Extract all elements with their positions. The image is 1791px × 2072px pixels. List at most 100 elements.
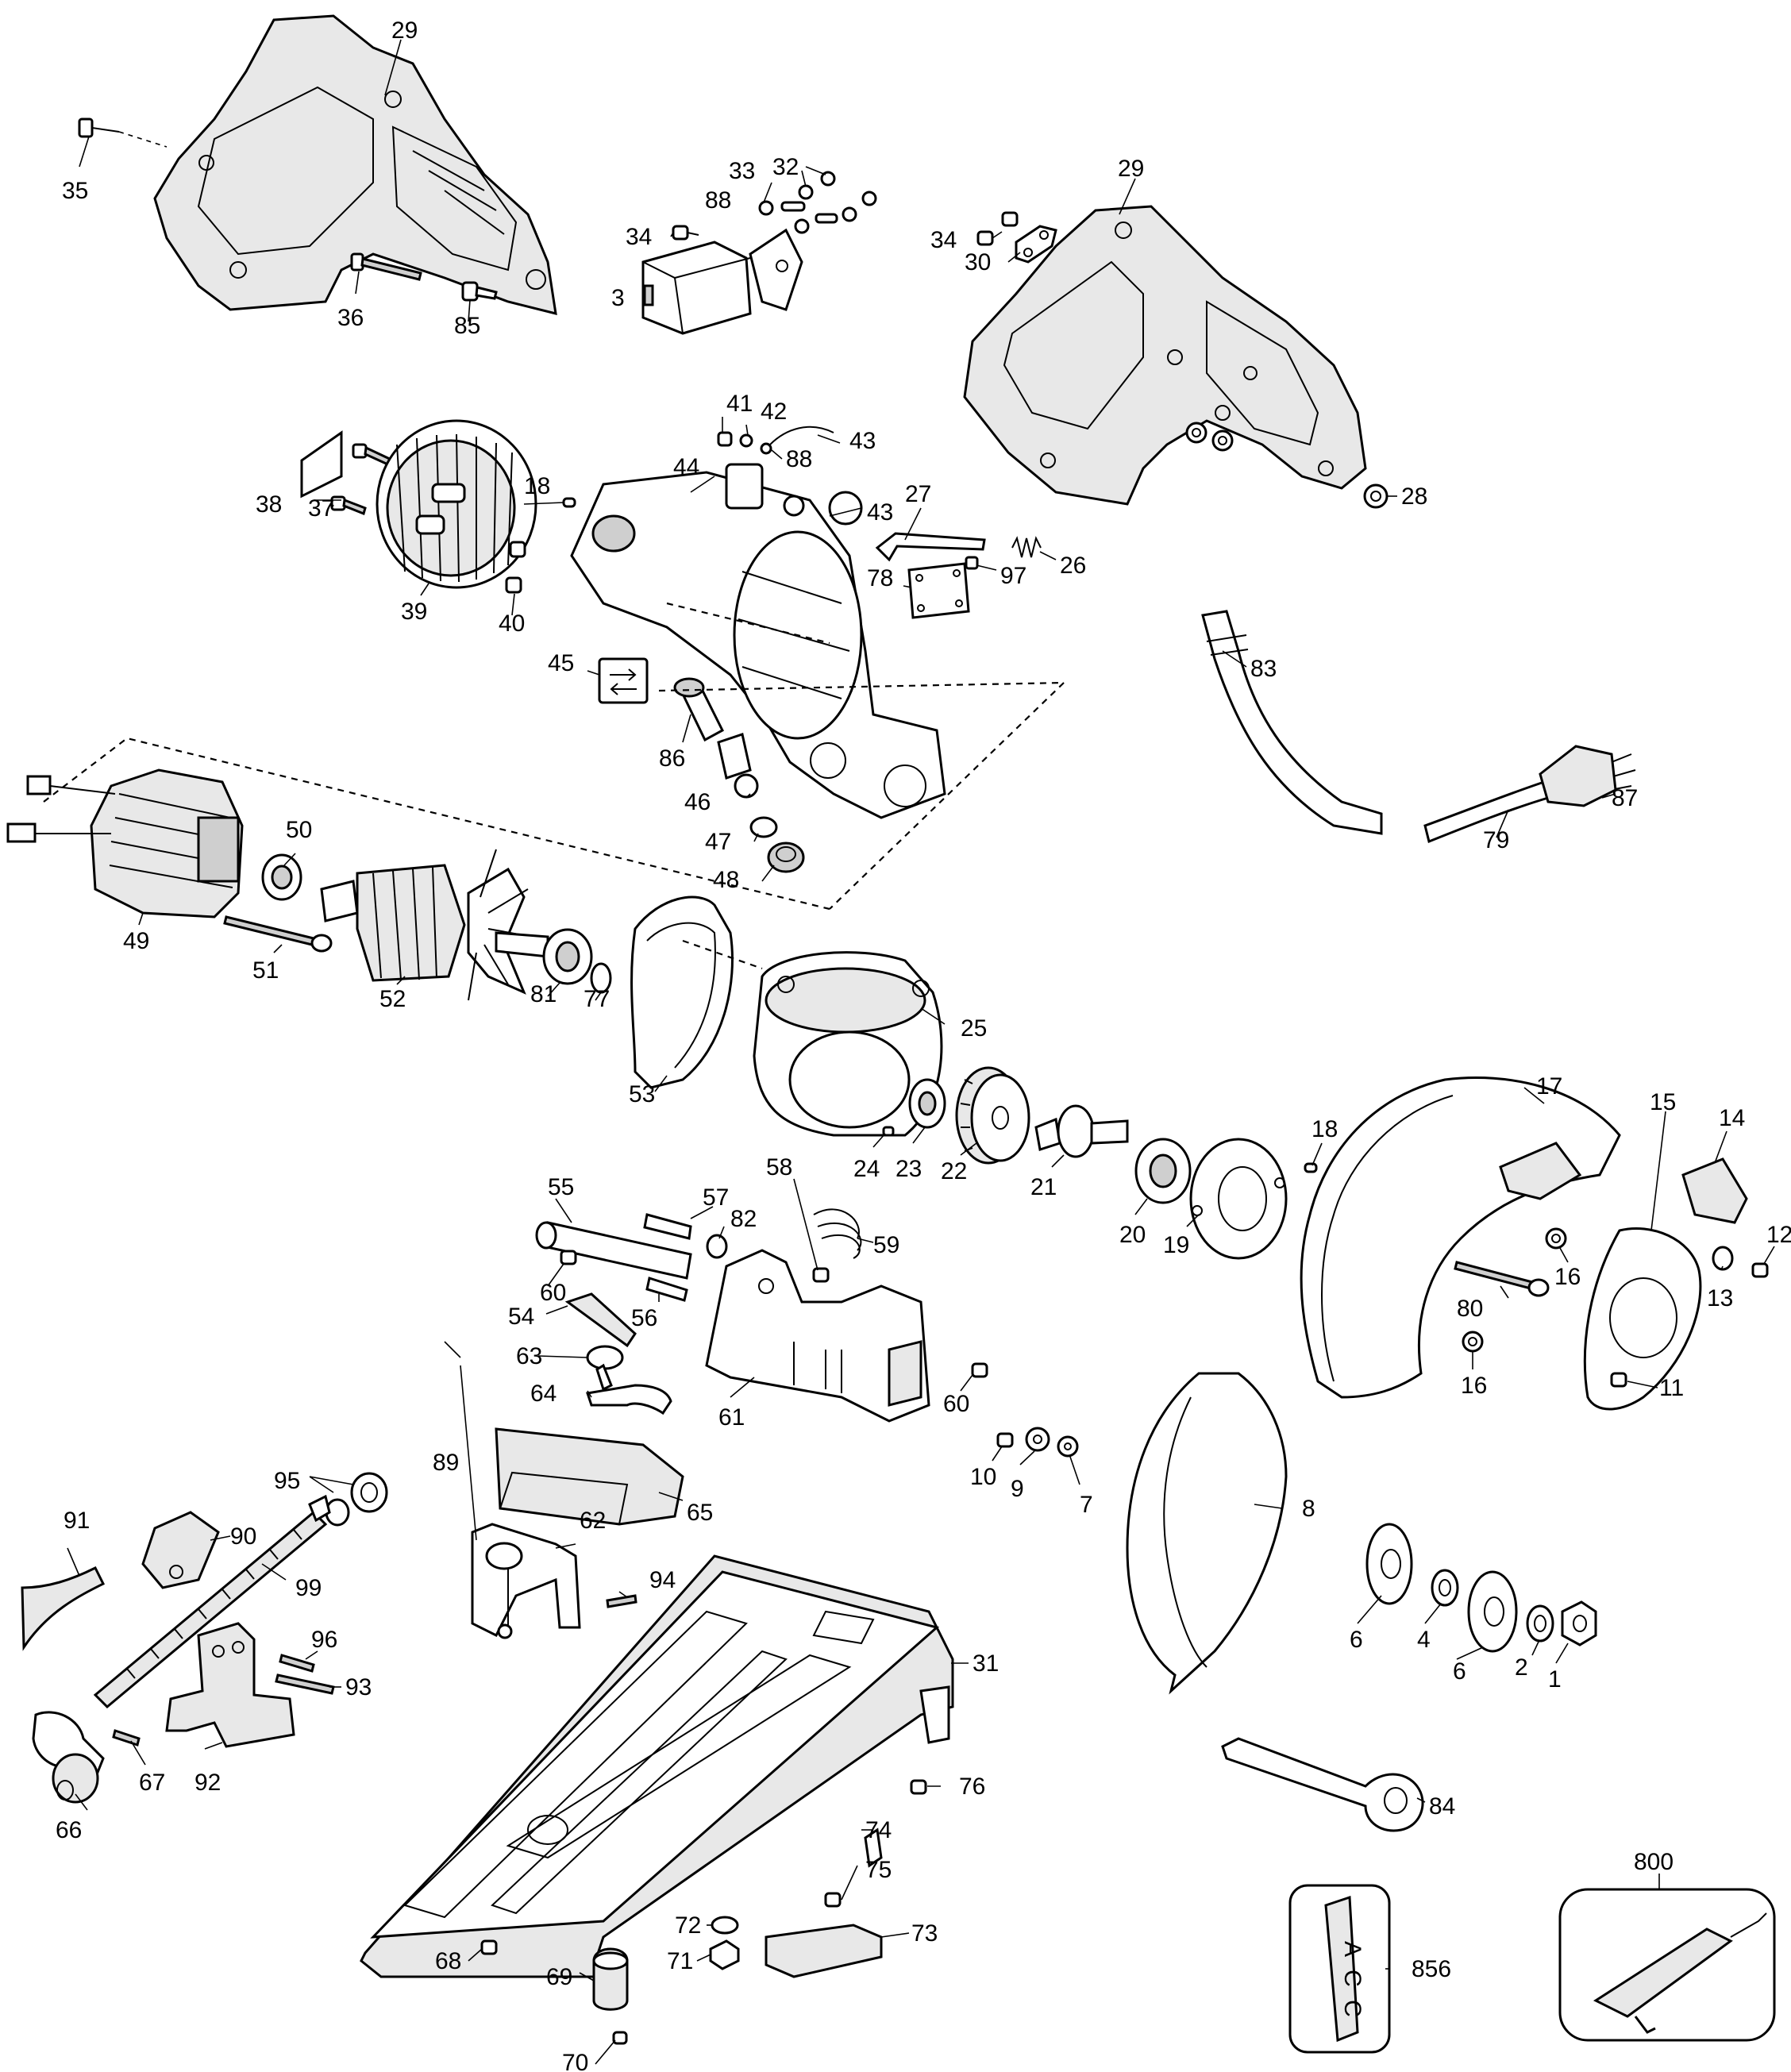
callout-82: 82 xyxy=(730,1206,757,1232)
label-45 xyxy=(598,657,649,704)
callout-10: 10 xyxy=(970,1464,996,1490)
callout-54: 54 xyxy=(508,1304,534,1330)
callout-6-left: 6 xyxy=(1350,1627,1363,1653)
callout-labels: 29 35 36 85 3 34 88 33 32 29 34 30 28 41… xyxy=(56,17,1791,2072)
shield-14 xyxy=(1681,1157,1748,1224)
screw-35 xyxy=(78,117,168,148)
callout-46: 46 xyxy=(684,789,711,815)
callout-4: 4 xyxy=(1417,1627,1431,1653)
brush-holder-parts-41-42-43 xyxy=(717,426,863,526)
callout-89: 89 xyxy=(433,1450,459,1476)
handle-66 xyxy=(32,1711,105,1804)
callout-27: 27 xyxy=(905,481,931,507)
label-856-c2: C xyxy=(1339,2000,1365,2017)
callout-69: 69 xyxy=(546,1964,572,1990)
callout-43-top: 43 xyxy=(849,428,876,454)
fence-65 xyxy=(495,1427,684,1526)
nut-28 xyxy=(1363,483,1389,509)
callout-56: 56 xyxy=(631,1305,657,1331)
callout-79: 79 xyxy=(1483,827,1509,853)
callout-71: 71 xyxy=(667,1948,693,1974)
callout-26: 26 xyxy=(1060,553,1086,579)
pin-18-top xyxy=(562,497,576,508)
callout-43-mid: 43 xyxy=(867,499,893,526)
callout-29-left: 29 xyxy=(391,17,418,44)
brush-86-46-47-48 xyxy=(673,677,805,873)
callout-47: 47 xyxy=(705,829,731,855)
callout-73: 73 xyxy=(911,1920,938,1947)
guard-91 xyxy=(21,1566,106,1651)
callout-34-left: 34 xyxy=(626,224,652,250)
callout-60-right: 60 xyxy=(943,1391,969,1417)
callout-28: 28 xyxy=(1401,483,1427,510)
callout-41: 41 xyxy=(726,391,753,417)
callout-37: 37 xyxy=(308,495,334,522)
callout-14: 14 xyxy=(1719,1105,1745,1131)
callout-1: 1 xyxy=(1548,1666,1562,1693)
pin-24 xyxy=(882,1126,895,1137)
screw-11 xyxy=(1610,1372,1627,1388)
callout-75: 75 xyxy=(865,1857,892,1883)
screw-60-top xyxy=(560,1250,577,1265)
callout-92: 92 xyxy=(195,1770,221,1796)
callout-17: 17 xyxy=(1536,1073,1562,1100)
callout-68: 68 xyxy=(435,1948,461,1974)
callout-51: 51 xyxy=(252,957,279,984)
washers-95 xyxy=(325,1472,388,1527)
callout-53: 53 xyxy=(629,1081,655,1107)
nut-90 xyxy=(141,1511,220,1589)
handle-half-left xyxy=(153,14,557,316)
callout-58: 58 xyxy=(766,1154,792,1180)
callout-23: 23 xyxy=(896,1156,922,1182)
wrench-84 xyxy=(1221,1737,1424,1832)
callout-8: 8 xyxy=(1302,1496,1315,1522)
dashed-gear-line xyxy=(682,939,763,970)
pin-18-guard xyxy=(1304,1162,1318,1173)
box-856: A C C xyxy=(1288,1884,1391,2054)
callout-42: 42 xyxy=(761,399,787,425)
callout-44: 44 xyxy=(673,454,699,480)
callout-12: 12 xyxy=(1766,1222,1791,1248)
spindle-21 xyxy=(1034,1104,1129,1158)
callout-34-right: 34 xyxy=(930,227,957,253)
callout-800: 800 xyxy=(1634,1849,1674,1875)
callout-84: 84 xyxy=(1429,1793,1455,1820)
vise-plate-62-89 xyxy=(471,1523,581,1639)
cord-plug-79-87 xyxy=(1423,745,1636,844)
callout-95: 95 xyxy=(274,1468,300,1494)
screw-60-right xyxy=(971,1362,988,1378)
bearing-retainer-19 xyxy=(1189,1138,1288,1260)
callout-22: 22 xyxy=(941,1158,967,1184)
callout-38: 38 xyxy=(256,491,282,518)
field-assembly-49 xyxy=(6,768,244,919)
bearing-20 xyxy=(1134,1138,1192,1204)
callout-25: 25 xyxy=(961,1015,987,1042)
callout-70: 70 xyxy=(562,2050,588,2072)
callout-52: 52 xyxy=(379,986,406,1012)
callout-15: 15 xyxy=(1650,1089,1676,1115)
label-856-a: A xyxy=(1339,1941,1365,1957)
callout-16-upper: 16 xyxy=(1554,1264,1581,1290)
callout-3: 3 xyxy=(611,285,625,311)
callout-16-lower: 16 xyxy=(1461,1373,1487,1399)
callout-61: 61 xyxy=(718,1404,745,1431)
callout-62: 62 xyxy=(580,1508,606,1534)
guard-cover-15 xyxy=(1583,1227,1702,1411)
callout-32: 32 xyxy=(772,154,799,180)
bearing-50 xyxy=(261,853,302,901)
callout-18-guard: 18 xyxy=(1311,1116,1338,1142)
callout-856: 856 xyxy=(1412,1956,1451,1982)
callout-9: 9 xyxy=(1011,1476,1024,1502)
callout-64: 64 xyxy=(530,1381,557,1407)
callout-94: 94 xyxy=(649,1567,676,1593)
callout-60-top: 60 xyxy=(540,1280,566,1306)
bolt-51 xyxy=(223,915,333,953)
callout-80: 80 xyxy=(1457,1296,1483,1322)
callout-55: 55 xyxy=(548,1174,574,1200)
label-856-c1: C xyxy=(1339,1970,1365,1987)
callout-72: 72 xyxy=(675,1912,701,1939)
callout-35: 35 xyxy=(62,178,88,204)
nuts-16 xyxy=(1462,1227,1567,1353)
pivot-63-64 xyxy=(586,1345,672,1415)
handle-half-right xyxy=(963,205,1367,506)
